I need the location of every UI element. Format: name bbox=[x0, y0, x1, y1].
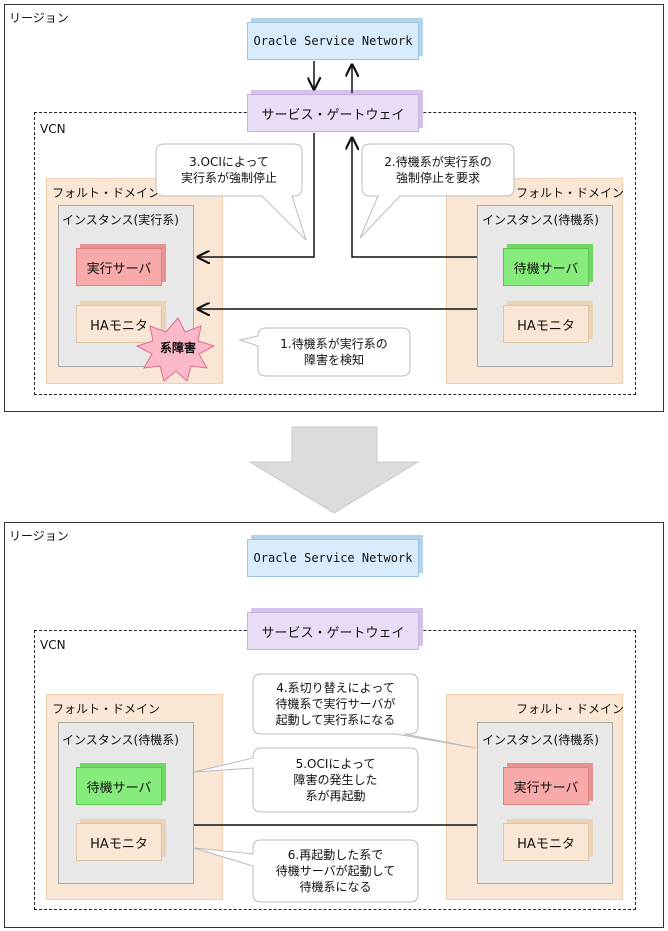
top-inst-left-label: インスタンス(実行系) bbox=[62, 213, 179, 227]
top-left-running-server: 実行サーバ bbox=[76, 248, 162, 286]
bottom-inst-right-label: インスタンス(待機系) bbox=[482, 733, 599, 747]
top-fault-right-label: フォルト・ドメイン bbox=[516, 186, 625, 200]
top-left-server-label: 実行サーバ bbox=[86, 261, 152, 277]
top-right-server-label: 待機サーバ bbox=[513, 261, 579, 277]
top-osn-label: Oracle Service Network bbox=[253, 34, 413, 48]
bottom-left-ha-label: HAモニタ bbox=[90, 836, 148, 852]
callout-3-text: 3.OCIによって 実行系が強制停止 bbox=[180, 155, 277, 185]
top-inst-right-label: インスタンス(待機系) bbox=[482, 213, 599, 227]
callout-4-text: 4.系切り替えによって 待機系で実行サーバが 起動して実行系になる bbox=[275, 681, 396, 727]
callout-1-text: 1.待機系が実行系の 障害を検知 bbox=[280, 337, 388, 367]
bottom-oracle-service-network: Oracle Service Network bbox=[247, 539, 419, 577]
top-oracle-service-network: Oracle Service Network bbox=[247, 22, 419, 60]
region-top-label: リージョン bbox=[9, 11, 69, 25]
region-bottom-label: リージョン bbox=[9, 529, 69, 543]
top-right-ha-label: HAモニタ bbox=[517, 318, 575, 334]
top-left-ha-label: HAモニタ bbox=[90, 318, 148, 334]
vcn-top-label: VCN bbox=[40, 122, 66, 136]
vcn-bottom-label: VCN bbox=[40, 638, 66, 652]
top-service-gateway: サービス・ゲートウェイ bbox=[247, 94, 419, 132]
callout-6-text: 6.再起動した系で 待機サーバが起動して 待機系になる bbox=[275, 848, 396, 894]
top-fault-left-label: フォルト・ドメイン bbox=[52, 186, 161, 200]
bottom-fault-right-label: フォルト・ドメイン bbox=[516, 702, 625, 716]
bottom-sgw-label: サービス・ゲートウェイ bbox=[261, 625, 405, 641]
bottom-left-standby-server: 待機サーバ bbox=[76, 767, 162, 805]
bottom-osn-label: Oracle Service Network bbox=[253, 551, 413, 565]
bottom-left-ha-monitor: HAモニタ bbox=[76, 823, 162, 861]
failure-burst-label: 系障害 bbox=[159, 340, 196, 355]
callout-5-text: 5.OCIによって 障害の発生した 系が再起動 bbox=[293, 757, 378, 803]
bottom-right-ha-label: HAモニタ bbox=[517, 836, 575, 852]
bottom-left-server-label: 待機サーバ bbox=[86, 780, 152, 796]
bottom-service-gateway: サービス・ゲートウェイ bbox=[247, 612, 419, 650]
top-right-standby-server: 待機サーバ bbox=[503, 248, 589, 286]
bottom-right-running-server: 実行サーバ bbox=[503, 767, 589, 805]
bottom-right-ha-monitor: HAモニタ bbox=[503, 823, 589, 861]
callout-2-text: 2.待機系が実行系の 強制停止を要求 bbox=[384, 155, 492, 185]
top-right-ha-monitor: HAモニタ bbox=[503, 305, 589, 343]
top-sgw-label: サービス・ゲートウェイ bbox=[261, 107, 405, 123]
bottom-inst-left-label: インスタンス(待機系) bbox=[62, 733, 179, 747]
bottom-fault-left-label: フォルト・ドメイン bbox=[52, 702, 161, 716]
bottom-right-server-label: 実行サーバ bbox=[513, 780, 579, 796]
